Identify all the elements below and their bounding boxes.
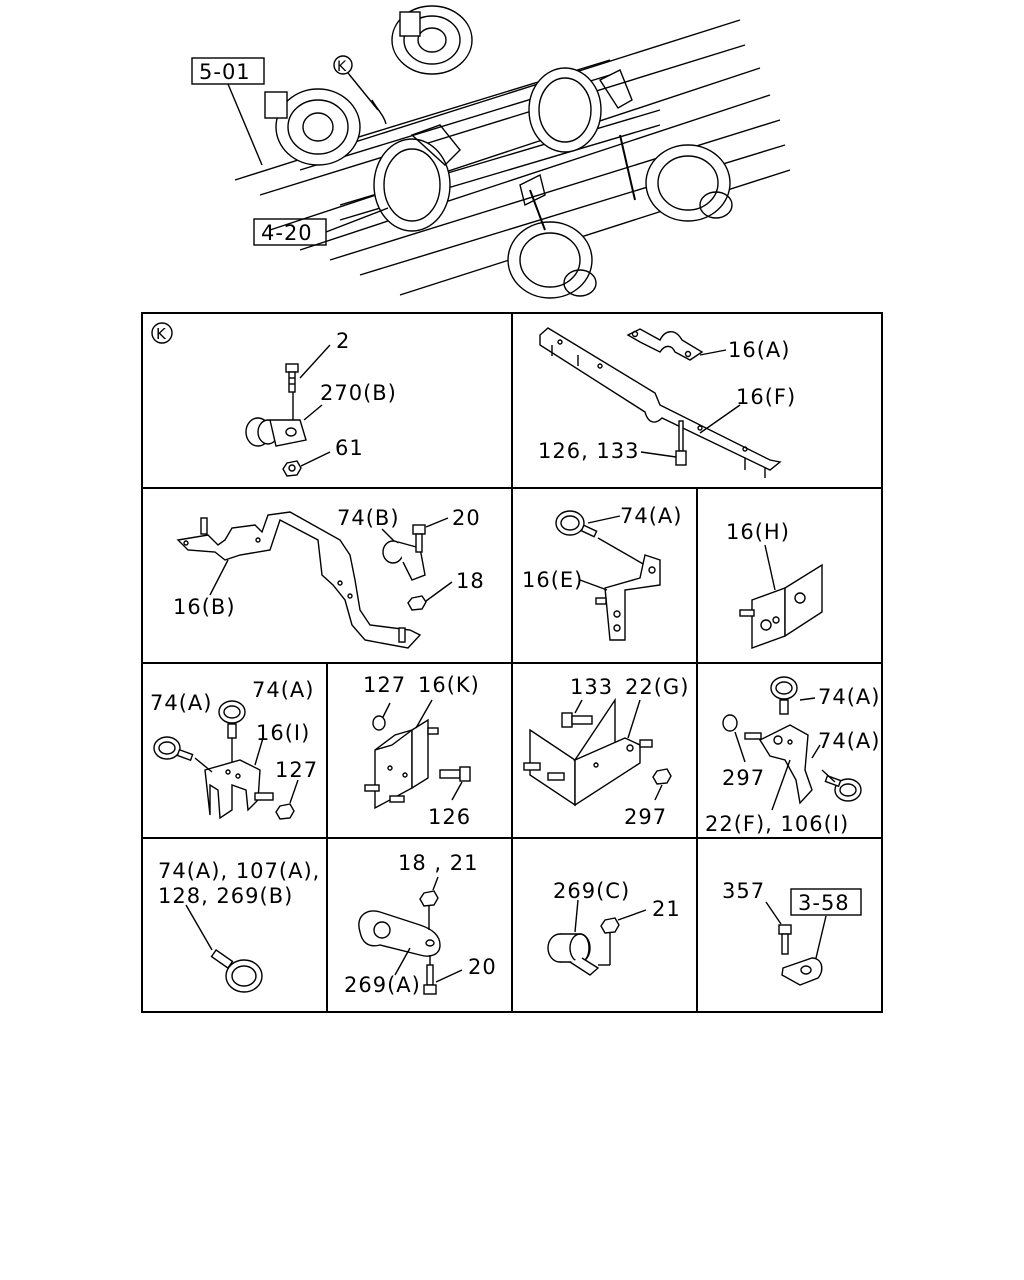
wheel-hub-3 [507,221,597,299]
label-127-i: 127 [275,758,318,782]
ref-5-01: 5-01 [199,60,251,84]
cell-bracket-16i: 74(A) 74(A) 16(I) 127 [150,678,318,820]
label-74a-107a: 74(A), 107(A), [158,859,320,883]
cell-bolt-357: 3-58 357 [722,879,862,986]
label-126-k: 126 [428,805,471,829]
ref-3-58: 3-58 [798,891,850,915]
label-20-a: 20 [468,955,497,979]
cell-bracket-16a-16f: 16(A) 16(F) 126, 133 [538,327,796,478]
label-270b: 270(B) [320,381,397,405]
saddle-clamp-16a [626,328,704,361]
label-2: 2 [336,329,350,353]
label-74a-i2: 74(A) [252,678,314,702]
label-74b: 74(B) [337,506,400,530]
clip-74a-f2 [824,774,862,802]
label-16h: 16(H) [726,520,790,544]
wheel-hub-1 [264,88,361,166]
cell-bracket-22g: 133 22(G) 297 [523,675,689,829]
differential-2 [528,67,602,153]
bolt-126-133 [675,420,687,466]
cell-clip-269c: 269(C) 21 [547,879,681,976]
label-357: 357 [722,879,765,903]
clip-74a-f1 [770,676,798,715]
cell-clip-269a: 18 , 21 269(A) 20 [344,851,497,997]
label-22f-106i: 22(F), 106(I) [705,812,849,836]
cell-band-clamp: 74(A), 107(A), 128, 269(B) [158,859,320,993]
label-297-g: 297 [624,805,667,829]
bolt-126-k [439,766,471,782]
label-22g: 22(G) [625,675,689,699]
label-16f: 16(F) [736,385,796,409]
nut-297-f [722,714,738,732]
cell-bracket-22f: 74(A) 74(A) 297 22(F), 106(I) [705,676,880,836]
bolt-20-a [423,964,437,995]
cell-k-letter: K [156,325,167,343]
label-74a-i1: 74(A) [150,691,212,715]
label-16k: 16(K) [418,673,480,697]
clip-270b [245,417,307,447]
label-127-k: 127 [363,673,406,697]
detail-k-letter: K [337,59,347,75]
chassis-overview: 5-01 4-20 K [191,5,791,299]
label-74a-f1: 74(A) [818,685,880,709]
label-61: 61 [335,436,364,460]
label-269c: 269(C) [553,879,630,903]
nut-18-21 [419,890,439,907]
label-128-269b: 128, 269(B) [158,884,293,908]
label-74a-f2: 74(A) [818,729,880,753]
bolt-2 [285,363,299,393]
label-18-21: 18 , 21 [398,851,478,875]
cell-bracket-16b: 74(B) 20 18 16(B) [173,506,485,649]
cell-bracket-16e: 74(A) 16(E) [522,504,682,641]
label-269a: 269(A) [344,973,421,997]
label-18: 18 [456,569,485,593]
label-16b: 16(B) [173,595,236,619]
label-297-f: 297 [722,766,765,790]
nut-61 [282,460,302,477]
label-20: 20 [452,506,481,530]
parts-grid [141,312,883,1013]
clip-74a-i2 [218,700,246,739]
ref-box-3-58[interactable] [790,888,862,916]
nut-21-c [600,917,620,934]
nut-18 [407,595,427,611]
bolt-133-g [561,712,593,728]
label-133-g: 133 [570,675,613,699]
wheel-hub-2 [391,5,473,75]
label-16e: 16(E) [522,568,583,592]
label-74a-e: 74(A) [620,504,682,528]
wheel-hub-4 [645,144,733,222]
differential-1 [373,138,451,232]
label-16i: 16(I) [256,721,310,745]
cell-bracket-16h: 16(H) [726,520,823,649]
cell-bracket-16k: 127 16(K) 126 [363,673,480,829]
detail-k-marker-cell [151,322,173,344]
label-126-133: 126, 133 [538,439,640,463]
clip-74a-i1 [153,736,194,762]
bolt-357 [778,924,792,955]
washer-127-k [372,715,386,731]
clip-74a-e [555,510,598,538]
nut-297-g [652,768,672,785]
cell-detail-k: K 2 270(B) 61 [151,322,397,477]
ref-4-20: 4-20 [261,221,313,245]
detail-k-marker [333,55,353,75]
label-16a: 16(A) [728,338,790,362]
label-21-c: 21 [652,897,681,921]
bolt-20 [412,524,426,553]
nut-127-i [275,803,295,820]
